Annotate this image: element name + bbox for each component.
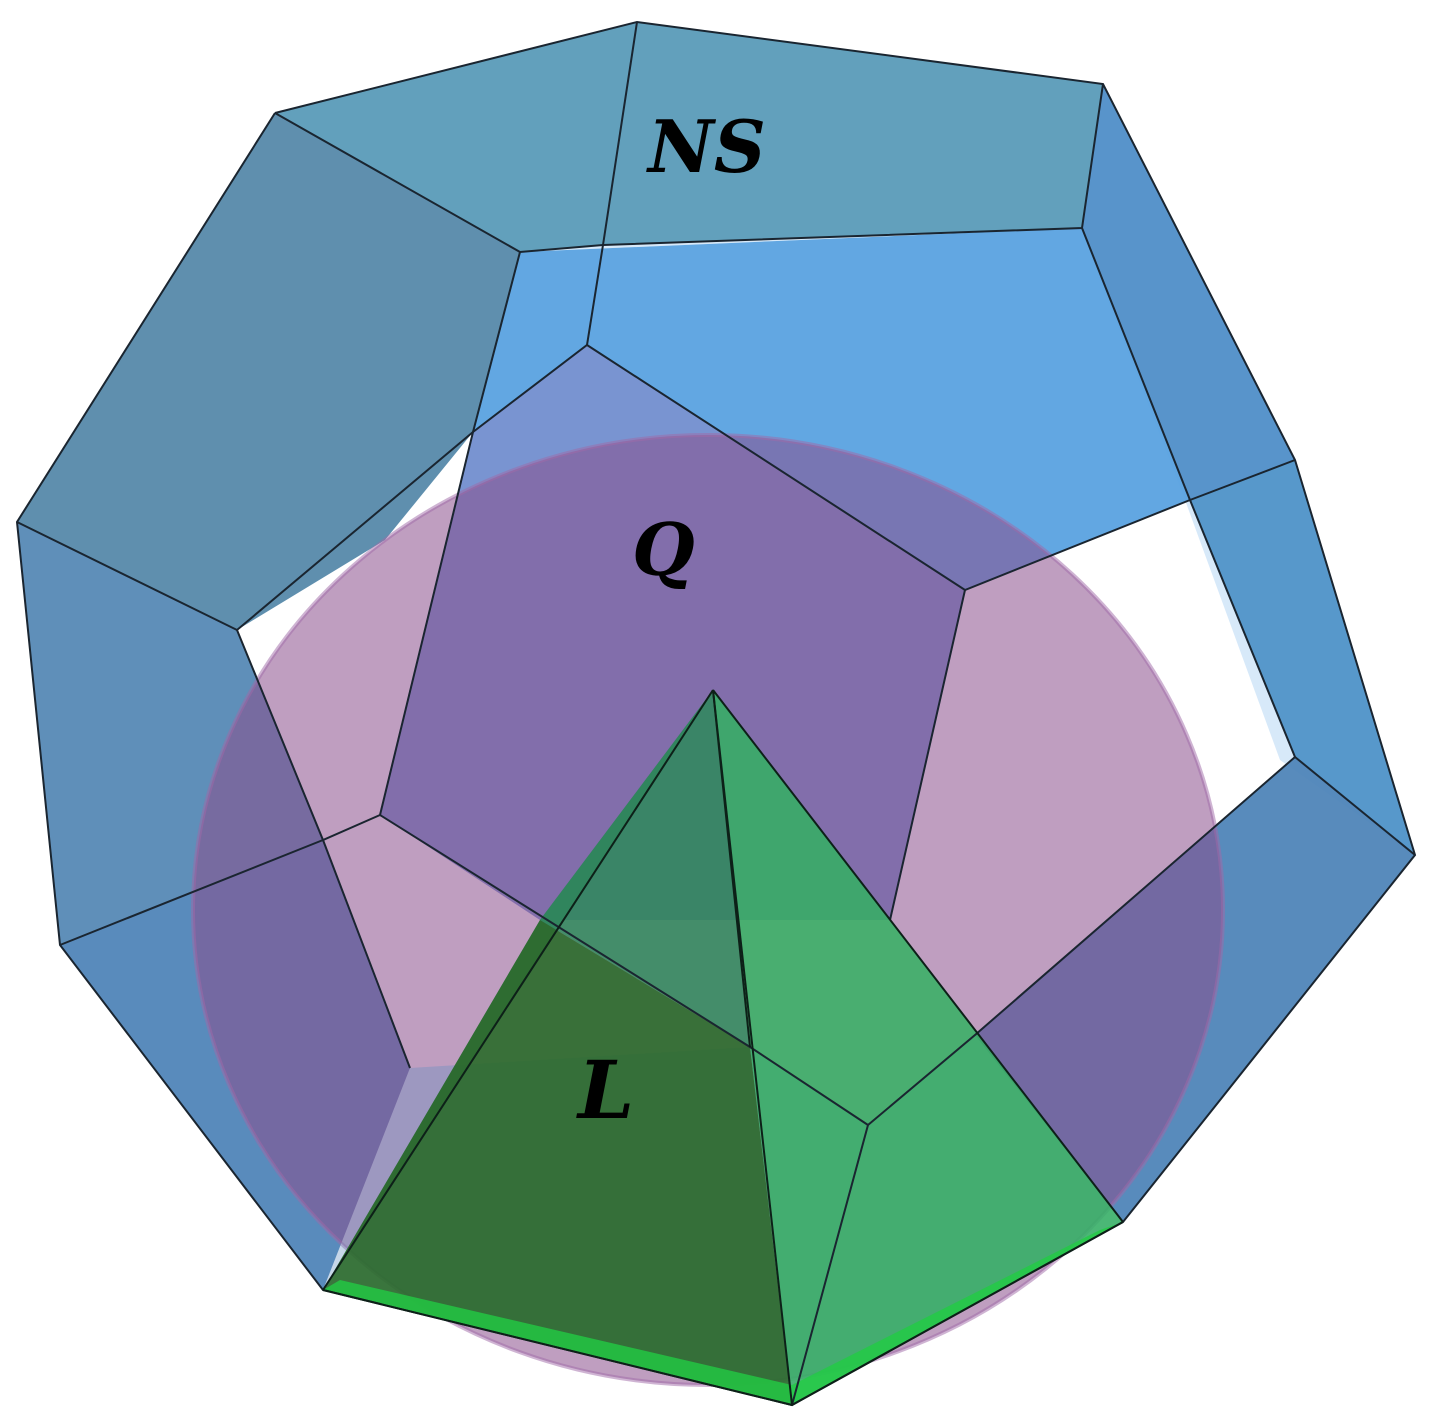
pyramid-face-front [323,920,792,1405]
edge-ns-divider [602,21,638,246]
edge-right-lower [1189,499,1296,758]
edge-l-bottom [791,1124,869,1406]
edge-left-lower [59,839,324,946]
label-ns: NS [646,104,766,189]
face-upper-left [17,113,520,630]
pyramid-edges [322,689,1124,1407]
edge-right-inner [1081,227,1191,501]
pyramid-bottom-glow [323,1222,1123,1405]
edge-q-right [889,589,966,921]
edge-right-bottom [1294,756,1416,856]
pyramid-edge-left [322,689,714,1291]
pyramid-edge-back [712,689,751,1048]
edge-q-ridge [472,343,1191,592]
label-q: Q [632,507,695,592]
pyramid-edge-right [712,689,1124,1223]
pyramid-face-right [713,690,1123,1405]
face-ns [275,22,1103,252]
edge-left-down [322,839,411,1069]
edge-q-top [586,244,604,346]
edge-q-left [379,431,474,816]
pyramid-face-left [540,690,750,1047]
face-upper-right [1082,84,1295,500]
label-l: L [576,1043,634,1137]
face-top-center [473,228,1190,590]
edge-far-right [1189,459,1296,501]
pyramid-base [322,1221,1124,1407]
edge-upper-left [472,251,521,433]
face-right [1190,460,1415,855]
edge-lower-right [867,756,1296,1126]
